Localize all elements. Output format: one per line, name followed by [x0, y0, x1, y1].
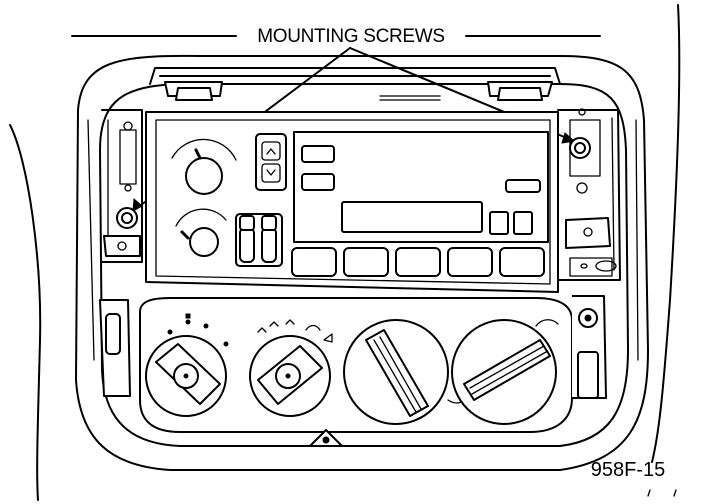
radio-volume-knob	[171, 138, 237, 195]
mounting-screw-right	[569, 137, 591, 159]
figure-number-label: 958F-15	[591, 459, 666, 481]
mounting-screw-left	[116, 207, 138, 229]
radio-display-panel	[293, 131, 549, 243]
radio-unit	[145, 111, 559, 293]
temperature-knob	[343, 319, 449, 425]
left-air-vent	[99, 299, 131, 397]
bezel-clip	[309, 429, 343, 447]
radio-preset-buttons	[291, 247, 545, 277]
mounting-screws-label: MOUNTING SCREWS	[257, 26, 445, 47]
figure-number: 958F-15	[591, 459, 677, 497]
radio-tune-knob	[175, 208, 227, 257]
radio-slide-switches	[235, 213, 283, 267]
air-recirculation-knob	[451, 319, 557, 425]
dashboard-outline	[9, 4, 681, 501]
fan-speed-knob	[249, 335, 331, 417]
climate-control-panel	[99, 295, 607, 433]
right-air-vent	[572, 295, 607, 399]
radio-mounting-frame	[101, 67, 621, 281]
mode-selector-knob	[145, 335, 227, 417]
radio-seek-buttons	[255, 133, 287, 191]
